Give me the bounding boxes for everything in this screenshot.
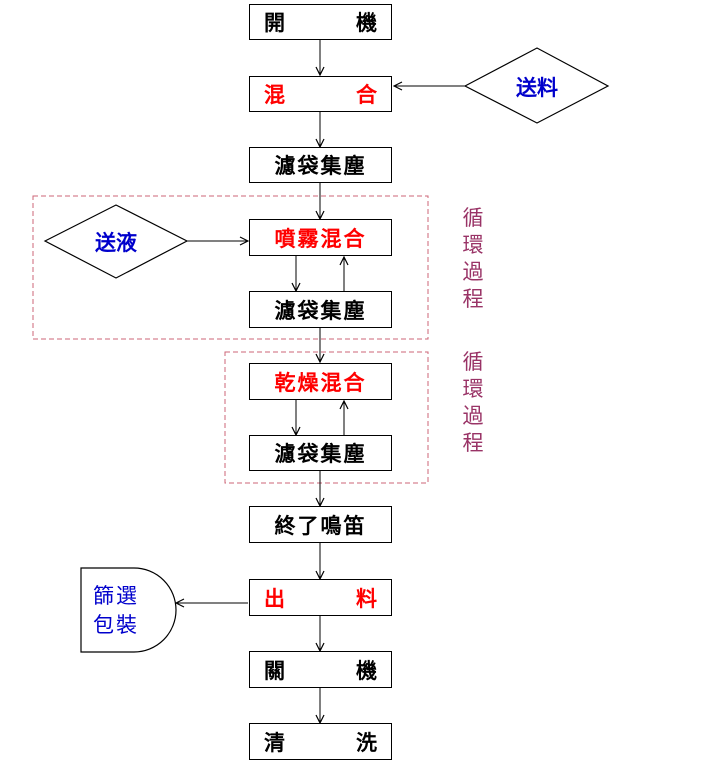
feed-diamond (463, 47, 610, 124)
step-discharge: 出 料 (249, 579, 392, 616)
loop-label-2: 循 環 過 程 (458, 349, 488, 457)
loop-label-1-char: 程 (462, 287, 484, 311)
loop-label-2-char: 循 (462, 350, 484, 374)
step-mix: 混 合 (249, 76, 392, 112)
loop-label-2-char: 過 (462, 404, 484, 428)
step-shutdown: 關 機 (249, 651, 392, 688)
step-discharge-right: 料 (356, 585, 377, 611)
step-filter-1: 濾袋集塵 (249, 147, 392, 183)
step-discharge-left: 出 (264, 585, 285, 611)
step-start-right: 機 (356, 10, 377, 35)
step-clean-right: 洗 (356, 729, 377, 755)
loop-label-1: 循 環 過 程 (458, 205, 488, 313)
liquid-label: 送液 (95, 230, 137, 255)
loop-label-1-char: 過 (462, 260, 484, 284)
step-shutdown-left: 關 (264, 657, 285, 683)
step-start-left: 開 (264, 10, 285, 35)
feed-label: 送料 (516, 75, 558, 100)
step-mix-left: 混 (264, 82, 285, 107)
step-filter-2: 濾袋集塵 (249, 291, 392, 328)
step-clean-left: 清 (264, 729, 285, 755)
sieve-package-shape (80, 567, 177, 653)
loop-region-1 (32, 195, 429, 340)
package-label: 包裝 (93, 613, 139, 637)
step-spray-mix: 噴霧混合 (249, 219, 392, 256)
step-filter-3: 濾袋集塵 (249, 435, 392, 471)
step-dry-mix: 乾燥混合 (249, 363, 392, 400)
loop-label-2-char: 程 (462, 431, 484, 455)
sieve-label: 篩選 (93, 584, 139, 608)
step-start: 開 機 (249, 4, 392, 40)
step-shutdown-right: 機 (356, 657, 377, 683)
step-mix-right: 合 (356, 82, 377, 107)
loop-label-1-char: 環 (462, 233, 484, 257)
step-end-beep: 終了鳴笛 (249, 506, 392, 543)
loop-region-2 (224, 351, 429, 484)
loop-label-1-char: 循 (462, 206, 484, 230)
sieve-package-label: 篩選 包裝 (93, 582, 139, 640)
step-clean: 清 洗 (249, 723, 392, 760)
loop-label-2-char: 環 (462, 377, 484, 401)
